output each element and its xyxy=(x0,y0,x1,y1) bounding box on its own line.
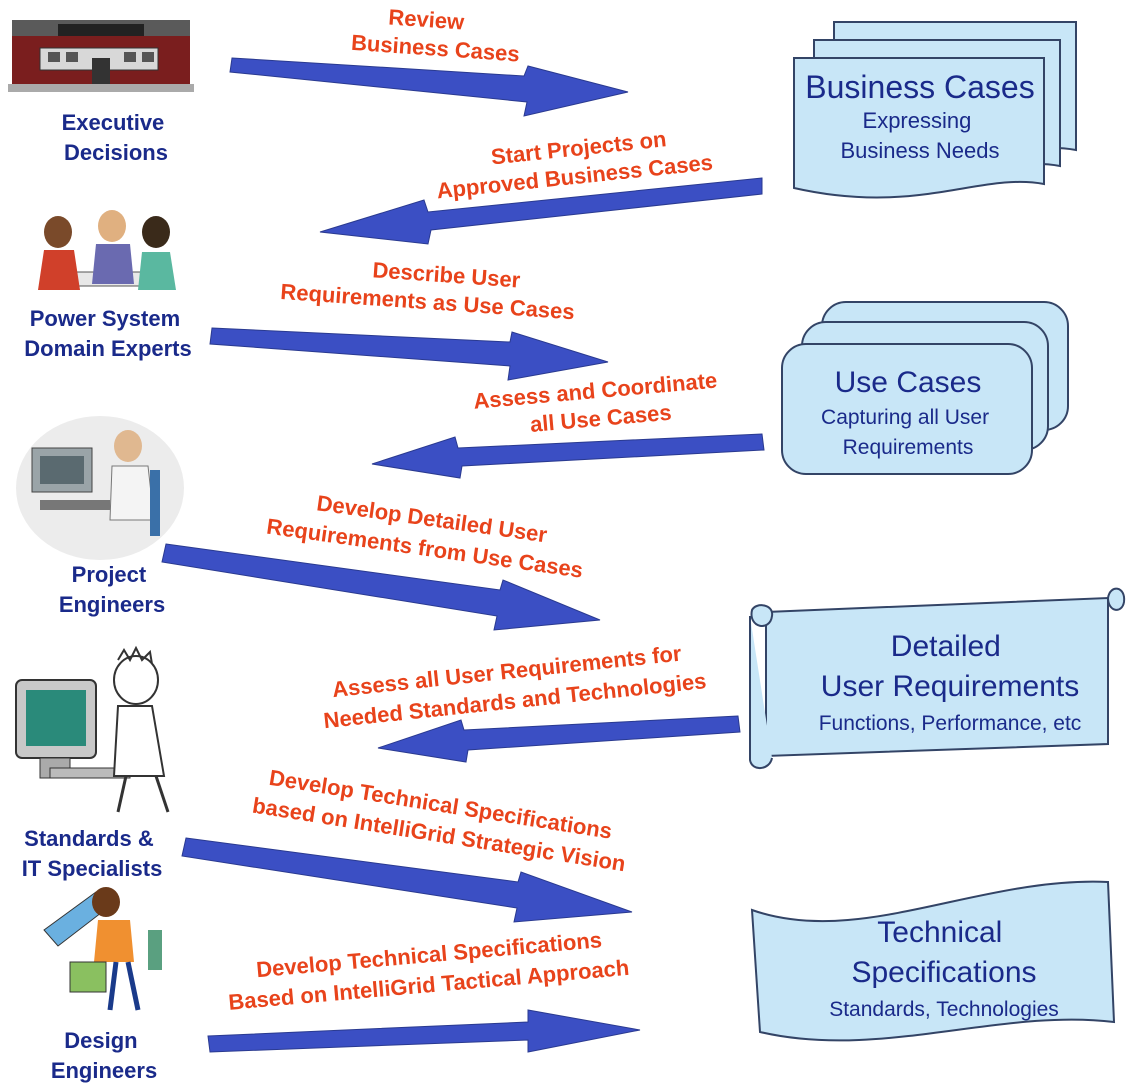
document-title-business-cases: Business Cases xyxy=(805,69,1034,105)
actor-label-executive: Executive Decisions xyxy=(62,110,171,165)
actor-label-design-engineers: Design Engineers xyxy=(51,1028,157,1083)
it-specialist-icon xyxy=(15,645,170,813)
document-detailed-requirements xyxy=(749,587,1126,769)
design-engineer-icon xyxy=(43,887,162,1011)
arrow-label-assess-requirements: Assess all User Requirements for Needed … xyxy=(319,638,707,733)
document-technical-specifications xyxy=(750,880,1116,1042)
arrow-label-describe-user-requirements: Describe User Requirements as Use Cases xyxy=(280,251,578,324)
document-subtitle-business-cases: Expressing Business Needs xyxy=(841,108,1000,163)
document-use-cases xyxy=(781,301,1069,475)
arrow-develop-strategic xyxy=(181,837,633,923)
document-subtitle-technical-specifications: Standards, Technologies xyxy=(829,998,1059,1021)
arrow-start-projects xyxy=(319,177,763,245)
document-subtitle-detailed-requirements: Functions, Performance, etc xyxy=(819,712,1082,735)
document-title-technical-specifications: Technical Specifications xyxy=(851,916,1036,989)
executive-building-icon xyxy=(8,20,194,92)
actor-label-project-engineers: Project Engineers xyxy=(59,562,165,617)
document-title-detailed-requirements: Detailed User Requirements xyxy=(821,630,1079,703)
document-subtitle-use-cases: Capturing all User Requirements xyxy=(821,406,995,459)
arrow-assess-requirements xyxy=(377,715,741,763)
arrow-label-develop-tactical: Develop Technical Specifications Based o… xyxy=(225,925,630,1015)
arrow-review-business-cases xyxy=(229,57,629,117)
arrow-assess-coordinate xyxy=(371,433,765,479)
document-business-cases xyxy=(793,21,1077,199)
arrow-develop-tactical xyxy=(207,1009,641,1053)
document-title-use-cases: Use Cases xyxy=(835,366,982,399)
project-engineer-icon xyxy=(16,416,184,560)
arrow-develop-detailed xyxy=(161,543,601,631)
actor-label-domain-experts: Power System Domain Experts xyxy=(24,306,192,361)
actor-label-standards-it: Standards & IT Specialists xyxy=(22,826,163,881)
arrow-label-assess-coordinate: Assess and Coordinate all Use Cases xyxy=(472,367,726,442)
domain-experts-meeting-icon xyxy=(38,210,176,290)
arrow-label-review-business-cases: Review Business Cases xyxy=(350,2,522,67)
arrow-describe-user-requirements xyxy=(209,327,609,381)
